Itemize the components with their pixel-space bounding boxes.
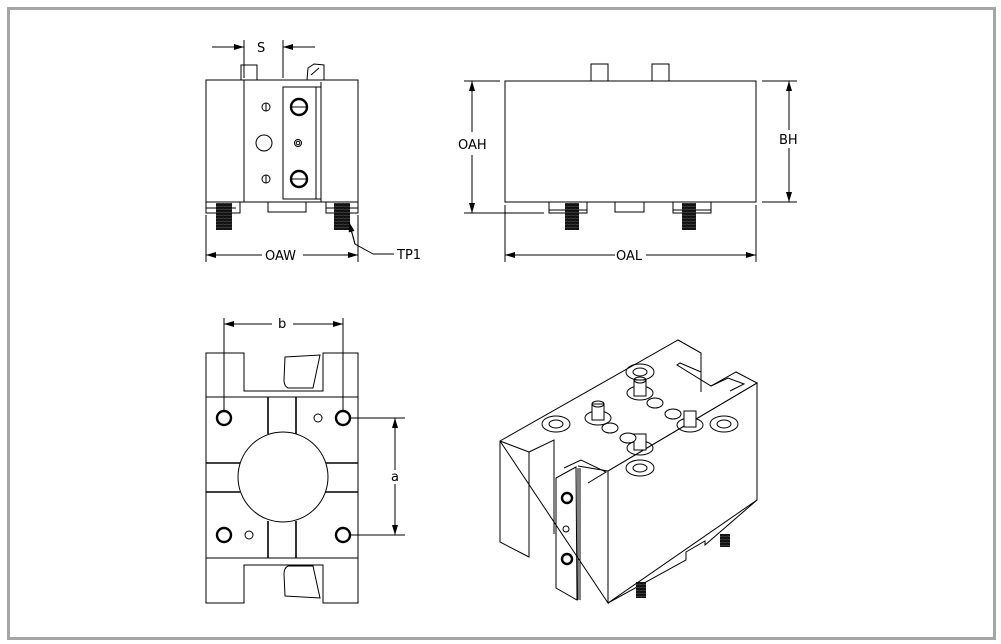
dim-label-tp1: TP1 (396, 248, 421, 263)
dim-label-s: S (257, 41, 265, 56)
dim-label-oah: OAH (458, 138, 487, 153)
top-pin (240, 64, 258, 81)
dim-label-bh: BH (779, 133, 798, 148)
thread-stud (216, 203, 232, 230)
side-body (504, 80, 757, 203)
dim-label-oaw: OAW (265, 249, 296, 264)
thread-stud (334, 203, 350, 230)
center-bore (237, 431, 329, 523)
dim-label-a: a (391, 470, 399, 485)
bottom-view: b a (205, 317, 405, 604)
dim-label-oal: OAL (616, 249, 643, 264)
front-view: S OAW TP1 (205, 40, 421, 264)
thread-stud (682, 203, 696, 230)
dim-label-b: b (278, 317, 286, 332)
iso-view (499, 339, 759, 605)
side-view: OAH BH OAL (458, 63, 798, 264)
front-body (205, 79, 359, 203)
thread-stud (565, 203, 579, 230)
drawing-frame (7, 7, 996, 640)
top-cam-pin (306, 63, 325, 81)
